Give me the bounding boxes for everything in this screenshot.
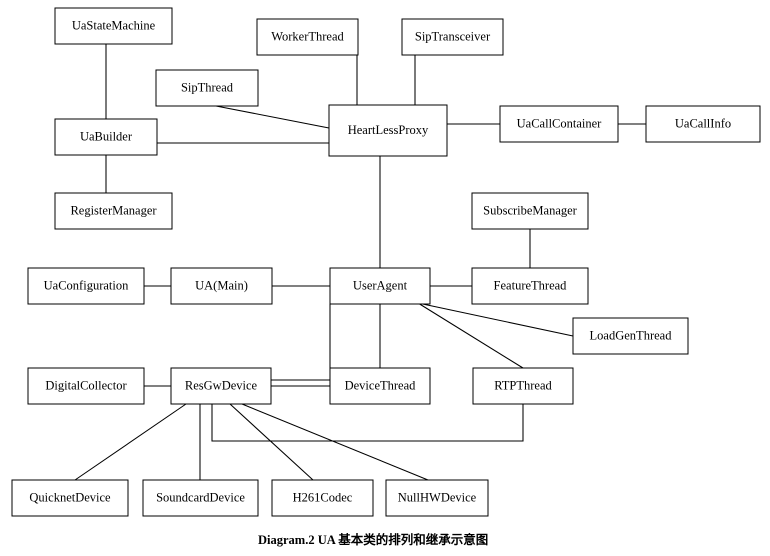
node-label: ResGwDevice bbox=[185, 378, 258, 392]
node-box[interactable] bbox=[472, 367, 574, 405]
node-loadgenthread[interactable]: LoadGenThread bbox=[572, 317, 689, 355]
node-label: UaCallInfo bbox=[675, 116, 731, 130]
node-box[interactable] bbox=[170, 367, 272, 405]
node-uaconfiguration[interactable]: UaConfiguration bbox=[27, 267, 145, 305]
node-box[interactable] bbox=[499, 105, 619, 143]
edge-resgwdevice-quicknetdevice bbox=[74, 403, 187, 481]
node-label: SubscribeManager bbox=[483, 203, 578, 217]
node-box[interactable] bbox=[271, 479, 374, 517]
node-label: UaStateMachine bbox=[72, 18, 156, 32]
node-label: UaConfiguration bbox=[44, 278, 129, 292]
node-label: SipTransceiver bbox=[415, 29, 491, 43]
node-nullhwdevice[interactable]: NullHWDevice bbox=[385, 479, 489, 517]
node-label: RegisterManager bbox=[70, 203, 157, 217]
node-box[interactable] bbox=[170, 267, 273, 305]
node-uamain[interactable]: UA(Main) bbox=[170, 267, 273, 305]
node-label: RTPThread bbox=[494, 378, 552, 392]
node-label: H261Codec bbox=[293, 490, 353, 504]
node-box[interactable] bbox=[471, 192, 589, 230]
node-resgwdevice[interactable]: ResGwDevice bbox=[170, 367, 272, 405]
node-label: QuicknetDevice bbox=[29, 490, 111, 504]
edge-useragent-loadgenthread bbox=[417, 302, 574, 337]
node-box[interactable] bbox=[329, 367, 431, 405]
edge-resgwdevice-h261codec bbox=[229, 403, 314, 481]
node-workerthread[interactable]: WorkerThread bbox=[256, 18, 359, 56]
node-label: SoundcardDevice bbox=[156, 490, 245, 504]
node-label: FeatureThread bbox=[494, 278, 568, 292]
node-box[interactable] bbox=[329, 267, 431, 305]
node-box[interactable] bbox=[27, 367, 145, 405]
node-box[interactable] bbox=[142, 479, 259, 517]
node-featurethread[interactable]: FeatureThread bbox=[471, 267, 589, 305]
edge-useragent-resgwdevice bbox=[271, 304, 331, 387]
node-registermanager[interactable]: RegisterManager bbox=[54, 192, 173, 230]
node-label: DeviceThread bbox=[345, 378, 417, 392]
node-box[interactable] bbox=[155, 69, 259, 107]
node-box[interactable] bbox=[11, 479, 129, 517]
node-h261codec[interactable]: H261Codec bbox=[271, 479, 374, 517]
node-box[interactable] bbox=[256, 18, 359, 56]
node-uacallcontainer[interactable]: UaCallContainer bbox=[499, 105, 619, 143]
edge-rtpthread-resgwdevice bbox=[211, 404, 524, 442]
node-box[interactable] bbox=[401, 18, 504, 56]
node-label: UaCallContainer bbox=[517, 116, 603, 130]
node-sipthread[interactable]: SipThread bbox=[155, 69, 259, 107]
node-uacallinfo[interactable]: UaCallInfo bbox=[645, 105, 761, 143]
node-uastatemachine[interactable]: UaStateMachine bbox=[54, 7, 173, 45]
node-siptransceiver[interactable]: SipTransceiver bbox=[401, 18, 504, 56]
node-box[interactable] bbox=[385, 479, 489, 517]
node-label: DigitalCollector bbox=[45, 378, 127, 392]
node-box[interactable] bbox=[572, 317, 689, 355]
node-rtpthread[interactable]: RTPThread bbox=[472, 367, 574, 405]
node-box[interactable] bbox=[645, 105, 761, 143]
node-label: UA(Main) bbox=[195, 278, 248, 292]
edge-resgwdevice-nullhwdevice bbox=[241, 403, 429, 481]
node-label: HeartLessProxy bbox=[348, 123, 429, 137]
node-label: NullHWDevice bbox=[398, 490, 477, 504]
node-label: WorkerThread bbox=[271, 29, 344, 43]
node-uabuilder[interactable]: UaBuilder bbox=[54, 118, 158, 156]
node-box[interactable] bbox=[471, 267, 589, 305]
node-box[interactable] bbox=[54, 7, 173, 45]
node-label: SipThread bbox=[181, 80, 234, 94]
node-label: UserAgent bbox=[353, 278, 408, 292]
node-digitalcollector[interactable]: DigitalCollector bbox=[27, 367, 145, 405]
diagram-caption: Diagram.2 UA 基本类的排列和继承示意图 bbox=[258, 533, 489, 547]
node-useragent[interactable]: UserAgent bbox=[329, 267, 431, 305]
node-devicethread[interactable]: DeviceThread bbox=[329, 367, 431, 405]
edge-sipthread-heartlessproxy bbox=[215, 105, 330, 129]
edge-useragent-rtpthread bbox=[417, 302, 524, 369]
node-subscribemanager[interactable]: SubscribeManager bbox=[471, 192, 589, 230]
node-quicknetdevice[interactable]: QuicknetDevice bbox=[11, 479, 129, 517]
node-box[interactable] bbox=[328, 104, 448, 157]
node-label: LoadGenThread bbox=[590, 328, 673, 342]
node-box[interactable] bbox=[54, 192, 173, 230]
node-heartlessproxy[interactable]: HeartLessProxy bbox=[328, 104, 448, 157]
node-soundcarddevice[interactable]: SoundcardDevice bbox=[142, 479, 259, 517]
node-label: UaBuilder bbox=[80, 129, 133, 143]
node-box[interactable] bbox=[27, 267, 145, 305]
node-box[interactable] bbox=[54, 118, 158, 156]
